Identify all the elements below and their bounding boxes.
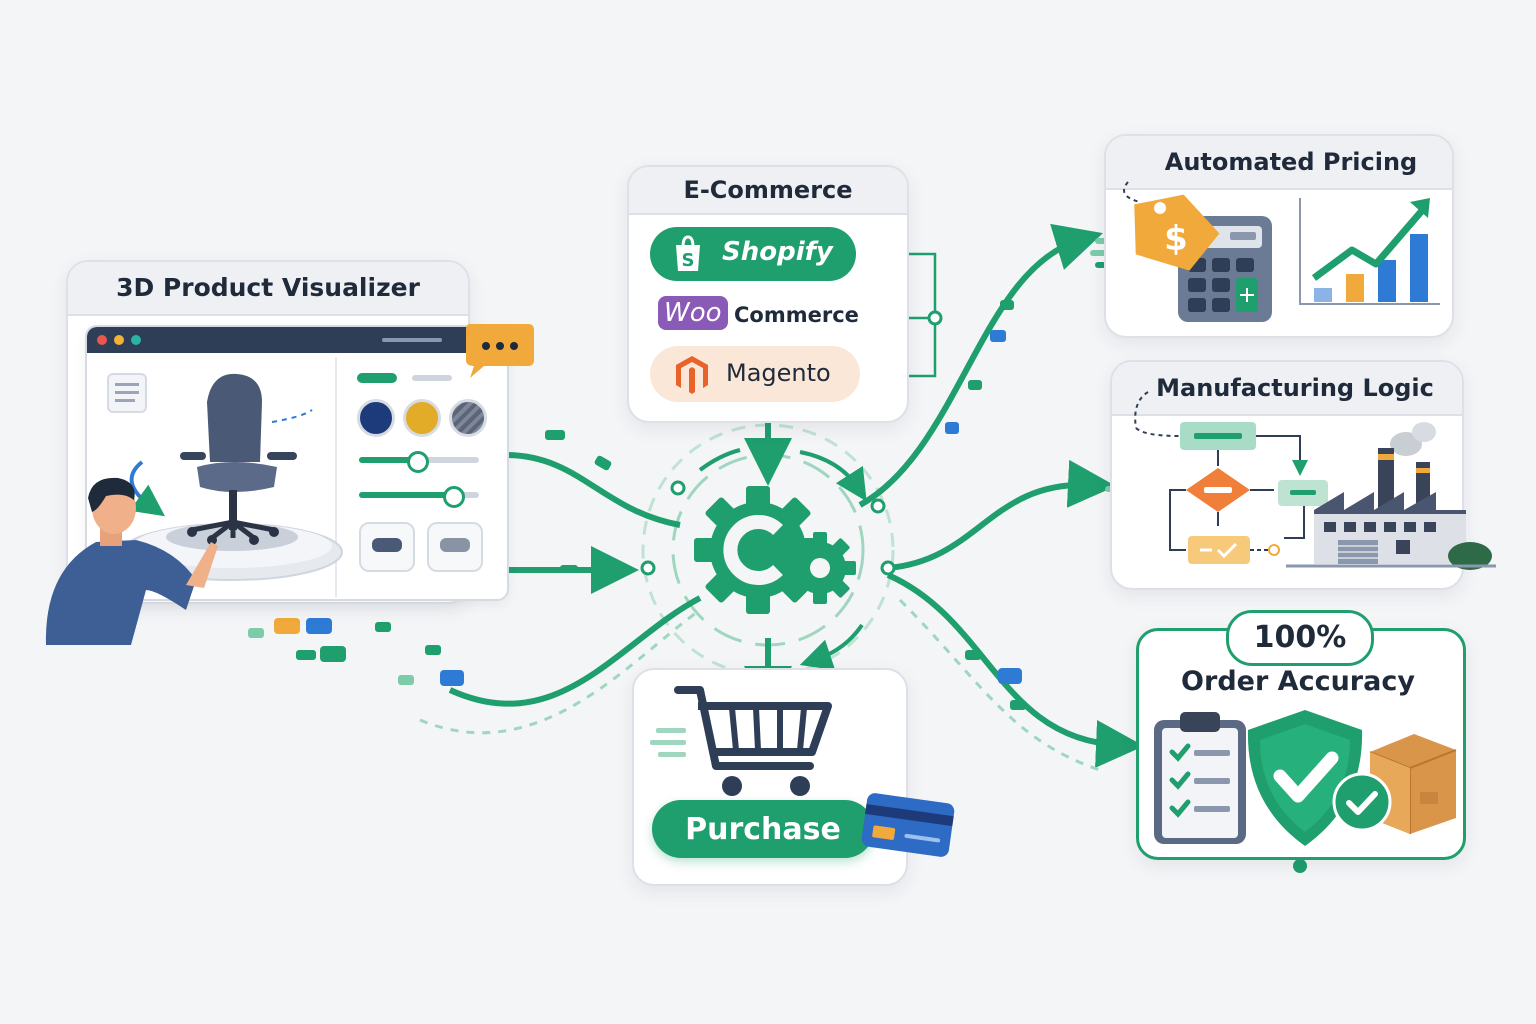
woo-label: Woo bbox=[658, 296, 728, 330]
gear-icon bbox=[694, 486, 856, 614]
shopify-bag-icon: S bbox=[676, 235, 700, 271]
slider-2-fill bbox=[359, 492, 451, 498]
option-pill-active[interactable] bbox=[357, 373, 397, 383]
window-minimize-dot[interactable] bbox=[114, 335, 124, 345]
office-chair-icon[interactable] bbox=[112, 362, 352, 592]
magento-logo-icon bbox=[676, 356, 708, 394]
visualizer-title: 3D Product Visualizer bbox=[68, 262, 468, 316]
window-titlebar bbox=[87, 327, 507, 353]
accuracy-badge: 100% bbox=[1226, 610, 1374, 666]
ecommerce-title: E-Commerce bbox=[629, 167, 907, 215]
magento-pill[interactable]: Magento bbox=[650, 346, 860, 402]
factory-icon bbox=[1286, 422, 1496, 570]
window-close-dot[interactable] bbox=[97, 335, 107, 345]
svg-text:$: $ bbox=[1164, 219, 1188, 259]
shopping-cart-icon[interactable] bbox=[650, 682, 840, 802]
price-tag-icon: $ bbox=[1123, 181, 1220, 271]
slider-1-knob[interactable] bbox=[407, 451, 429, 473]
pricing-title: Automated Pricing bbox=[1106, 136, 1452, 190]
commerce-label: Commerce bbox=[734, 303, 859, 327]
magento-label: Magento bbox=[726, 359, 831, 387]
person-icon bbox=[45, 477, 218, 645]
purchase-button[interactable]: Purchase bbox=[652, 800, 874, 858]
credit-card-icon[interactable] bbox=[856, 788, 960, 862]
option-pill-inactive[interactable] bbox=[412, 375, 452, 381]
check-circle-icon bbox=[1332, 772, 1392, 832]
flowchart-icon bbox=[1134, 391, 1328, 564]
variant-thumbnail-2[interactable] bbox=[427, 522, 483, 572]
shield-check-icon bbox=[1247, 710, 1363, 846]
shopify-label: Shopify bbox=[722, 237, 833, 267]
clipboard-check-icon bbox=[1154, 712, 1246, 844]
color-swatch-gray[interactable] bbox=[449, 399, 487, 437]
sidebar-doc-icon[interactable] bbox=[107, 373, 147, 413]
viewport-divider bbox=[335, 357, 337, 597]
shopify-pill[interactable]: S Shopify bbox=[650, 227, 856, 281]
color-swatch-navy[interactable] bbox=[357, 399, 395, 437]
bar-chart-icon bbox=[1299, 198, 1440, 305]
svg-text:S: S bbox=[682, 250, 695, 271]
woocommerce-logo[interactable]: Woo Commerce bbox=[658, 294, 859, 338]
slider-2-knob[interactable] bbox=[443, 486, 465, 508]
color-swatch-yellow[interactable] bbox=[403, 399, 441, 437]
slider-1-fill bbox=[359, 457, 415, 463]
manufacturing-title: Manufacturing Logic bbox=[1112, 362, 1462, 416]
chat-bubble-icon[interactable] bbox=[462, 320, 538, 382]
window-maximize-dot[interactable] bbox=[131, 335, 141, 345]
accuracy-percent: 100% bbox=[1253, 620, 1347, 655]
window-title-line bbox=[382, 338, 442, 342]
variant-thumbnail-1[interactable] bbox=[359, 522, 415, 572]
accuracy-title: Order Accuracy bbox=[1181, 666, 1415, 697]
